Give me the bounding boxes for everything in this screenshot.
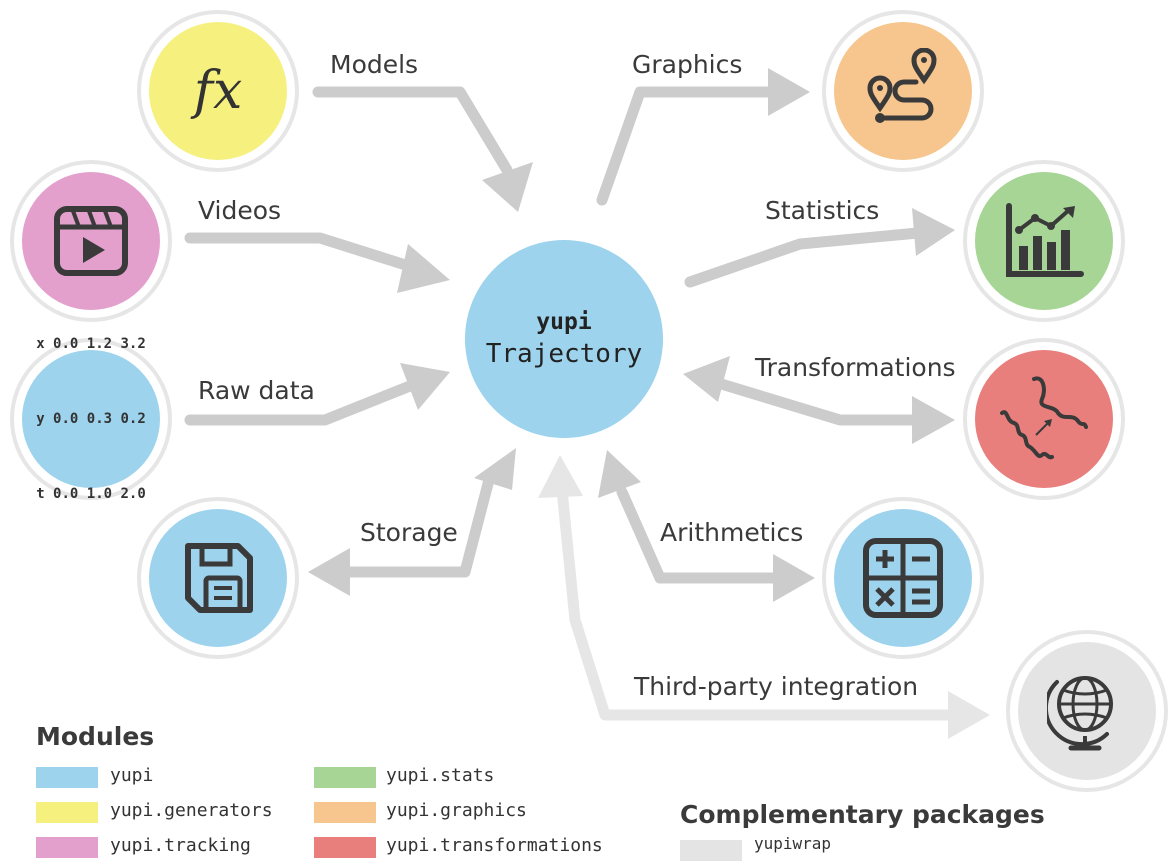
third-party-arrow <box>556 484 954 721</box>
graphics-node <box>822 10 984 172</box>
statistics-arrowhead <box>912 208 955 256</box>
graphics-fill <box>834 22 972 160</box>
legend-label-graphics: yupi.graphics <box>386 800 527 821</box>
function-fx-icon: fx <box>193 61 243 121</box>
transformations-label: Transformations <box>755 353 956 382</box>
arithmetics-node <box>822 497 984 659</box>
transformations-left-arrowhead <box>683 356 730 402</box>
storage-left-arrowhead <box>308 548 350 596</box>
legend-label-yupiwrap: yupiwrap <box>754 834 832 853</box>
storage-fill <box>149 509 287 647</box>
legend-label-generators: yupi.generators <box>110 800 273 821</box>
legend-swatch-stats <box>314 767 376 788</box>
core-class-name: Trajectory <box>485 339 643 369</box>
models-fill: fx <box>149 22 287 160</box>
legend-swatch-tracking <box>36 837 98 858</box>
calculator-icon <box>863 538 943 618</box>
statistics-arrow <box>684 227 924 288</box>
storage-up-arrowhead <box>474 448 516 490</box>
video-clapper-play-icon <box>54 206 128 276</box>
videos-node <box>10 160 172 322</box>
storage-node <box>137 497 299 659</box>
legend-label-tracking: yupi.tracking <box>110 835 251 856</box>
models-arrowhead <box>482 162 533 212</box>
arithmetics-label: Arithmetics <box>660 518 804 547</box>
storage-arrow <box>339 470 496 578</box>
videos-label: Videos <box>198 196 282 225</box>
transformations-fill <box>975 350 1113 488</box>
legend-swatch-yupiwrap <box>680 840 742 861</box>
statistics-node <box>963 160 1125 322</box>
legend-swatch-yupi <box>36 767 98 788</box>
arithmetics-up-arrowhead <box>598 450 641 498</box>
models-arrow <box>312 86 513 176</box>
graphics-arrowhead <box>768 68 810 116</box>
third-party-fill <box>1018 642 1156 780</box>
legend-swatch-generators <box>36 802 98 823</box>
statistics-label: Statistics <box>765 196 880 225</box>
raw-data-table-icon: x 0.0 1.2 3.2 y 0.0 0.3 0.2 t 0.0 1.0 2.… <box>36 282 146 557</box>
arithmetics-right-arrowhead <box>773 554 815 602</box>
raw-data-fill: x 0.0 1.2 3.2 y 0.0 0.3 0.2 t 0.0 1.0 2.… <box>22 336 160 502</box>
transformations-right-arrowhead <box>912 396 955 444</box>
graphics-arrow <box>596 86 778 206</box>
models-node: fx <box>137 10 299 172</box>
route-pins-icon <box>867 48 937 123</box>
arithmetics-fill <box>834 509 972 647</box>
videos-fill <box>22 172 160 310</box>
raw-data-node: x 0.0 1.2 3.2 y 0.0 0.3 0.2 t 0.0 1.0 2.… <box>10 336 172 502</box>
trajectory-core-circle: yupi Trajectory <box>465 240 663 438</box>
bar-chart-trend-icon <box>1006 203 1084 277</box>
models-label: Models <box>330 50 419 79</box>
third-party-label: Third-party integration <box>634 672 919 701</box>
transformations-node <box>963 338 1125 500</box>
third-party-right-arrowhead <box>948 691 990 739</box>
legend-swatch-graphics <box>314 802 376 823</box>
raw-data-row-x: x 0.0 1.2 3.2 <box>36 335 146 352</box>
raw-data-arrow <box>184 378 421 426</box>
statistics-fill <box>975 172 1113 310</box>
legend-label-yupi: yupi <box>110 765 154 786</box>
raw-data-row-t: t 0.0 1.0 2.0 <box>36 485 146 502</box>
transformations-arrow <box>712 377 921 426</box>
raw-data-arrowhead <box>400 363 450 410</box>
third-party-up-arrowhead <box>538 455 583 498</box>
floppy-disk-icon <box>185 543 253 613</box>
modules-legend-title: Modules <box>36 722 155 751</box>
legend-label-stats: yupi.stats <box>386 765 495 786</box>
globe-icon <box>1047 676 1113 751</box>
arithmetics-arrow <box>616 486 784 584</box>
complementary-legend-title: Complementary packages <box>680 800 1045 829</box>
storage-label: Storage <box>360 518 458 547</box>
graphics-label: Graphics <box>632 50 743 79</box>
videos-arrowhead <box>397 244 450 293</box>
trajectory-transform-icon <box>1000 376 1088 460</box>
raw-data-row-y: y 0.0 0.3 0.2 <box>36 410 146 427</box>
core-module-name: yupi <box>536 309 592 335</box>
raw-data-label: Raw data <box>198 376 315 405</box>
legend-swatch-transformations <box>314 837 376 858</box>
legend-label-transformations: yupi.transformations <box>386 835 603 856</box>
third-party-node <box>1006 630 1168 792</box>
videos-arrow <box>184 232 421 274</box>
